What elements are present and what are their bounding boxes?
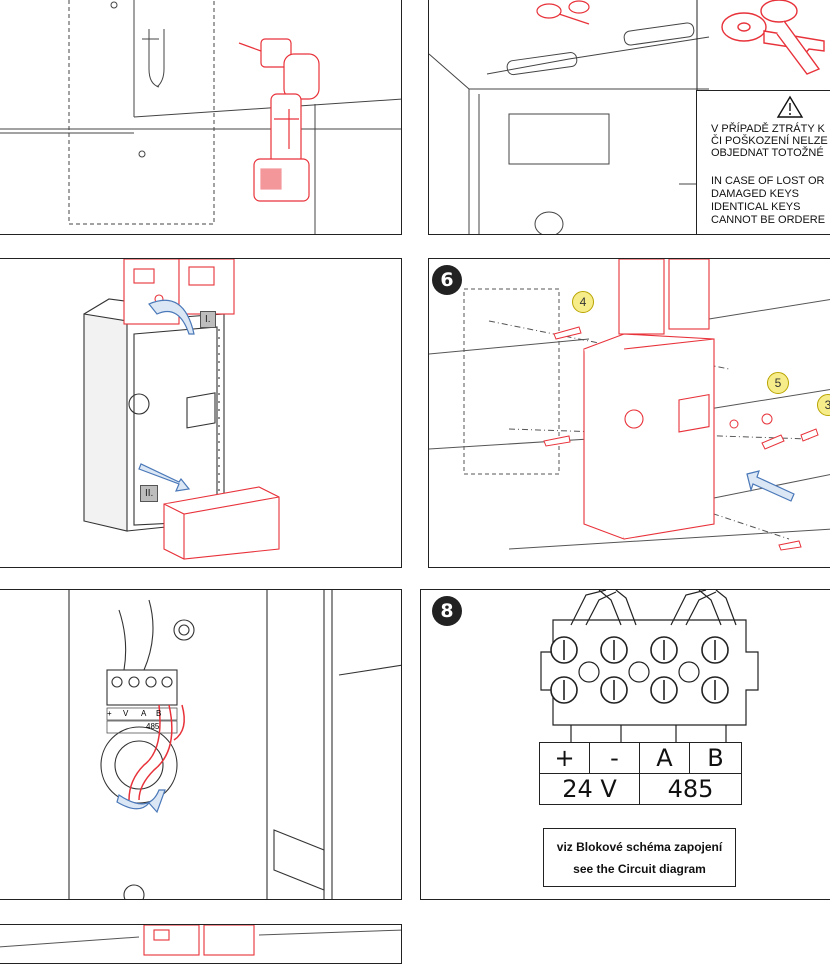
drilling-illustration [0, 0, 401, 234]
terminal-label-24v: 24 V [539, 773, 640, 805]
callout-5: 5 [767, 372, 789, 394]
screw-icons [543, 326, 819, 551]
terminal-label-485: 485 [639, 773, 742, 805]
housing-illustration [83, 259, 280, 560]
p7-label-b: B [156, 709, 162, 718]
warning-cz-line2: ČI POŠKOZENÍ NELZE [711, 135, 828, 147]
warning-en-line3: IDENTICAL KEYS [711, 201, 801, 213]
circuit-diagram-reference: viz Blokové schéma zapojení see the Circ… [543, 828, 736, 887]
step-badge-6: 6 [432, 265, 462, 295]
step-badge-8: 8 [432, 596, 462, 626]
warning-en-line2: DAMAGED KEYS [711, 188, 800, 200]
terminal-label-minus: - [589, 742, 640, 774]
wiring-illustration [68, 590, 401, 899]
panel-terminal: 8 + - A B 24 V 485 [420, 589, 830, 900]
label-roman-ii: II. [140, 485, 159, 502]
mounting-housing-icon [583, 259, 715, 540]
panel-drilling [0, 0, 402, 235]
partial-board-illustration [0, 925, 401, 956]
terminal-label-plus: + [539, 742, 590, 774]
housing-cover-icon [163, 486, 280, 560]
panel-wiring: + V A B 485 [0, 589, 402, 900]
arrow-rotate-icon [148, 299, 195, 335]
label-roman-i: I. [200, 311, 216, 328]
panel-mounting: 6 4 5 3 [428, 258, 830, 568]
warning-en-line4: CANNOT BE ORDERE [711, 214, 826, 226]
warning-cz-line1: V PŘÍPADĚ ZTRÁTY K [711, 123, 825, 135]
key-warning-box: V PŘÍPADĚ ZTRÁTY K ČI POŠKOZENÍ NELZE OB… [696, 90, 830, 235]
mounting-illustration [429, 259, 830, 551]
electronics-board-icon [123, 259, 235, 325]
p7-label-a: A [141, 709, 147, 718]
p7-label-plus: + [107, 709, 112, 718]
diagram-ref-cz: viz Blokové schéma zapojení [556, 840, 723, 854]
cable-icon [128, 704, 185, 801]
panel-partial-bottom [0, 924, 402, 964]
arrow-rotate-down-icon [116, 789, 166, 814]
terminal-screw-icons [550, 636, 729, 704]
arrow-push-icon [746, 470, 795, 502]
keys-large-icon [721, 0, 825, 75]
p7-label-v: V [123, 709, 129, 718]
callout-4: 4 [572, 291, 594, 313]
terminal-label-a: A [639, 742, 690, 774]
terminal-block-illustration [540, 590, 759, 742]
drill-icon [238, 38, 320, 202]
warning-triangle-icon [776, 95, 804, 118]
arrow-pull-icon [138, 463, 191, 492]
diagram-ref-en: see the Circuit diagram [573, 862, 706, 876]
panel-remove-electronics: I. II. [0, 258, 402, 568]
p7-label-485: 485 [146, 722, 160, 731]
cabinet-lid-illustration [429, 0, 830, 234]
keys-small-icon [536, 0, 590, 25]
warning-cz-line3: OBJEDNAT TOTOŽNÉ [711, 147, 824, 159]
terminal-label-b: B [689, 742, 742, 774]
warning-en-line1: IN CASE OF LOST OR [711, 175, 825, 187]
